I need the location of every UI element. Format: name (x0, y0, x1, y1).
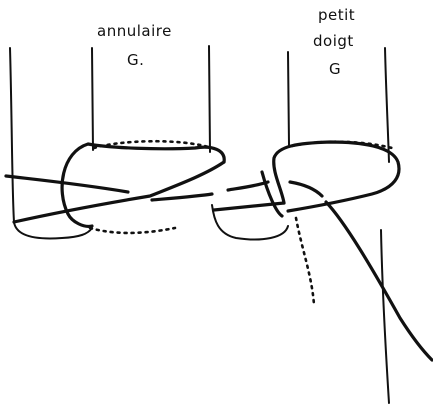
ring-finger-label-line1: annulaire (97, 22, 172, 40)
strand-ring-finger-wrap (4, 142, 270, 228)
little-finger-outline (287, 47, 390, 404)
ring-finger-label: annulaire G. (97, 22, 172, 69)
little-finger-label-line3: G (329, 60, 341, 78)
little-finger-label: petit doigt G (313, 6, 355, 78)
ring-finger-outline (91, 45, 289, 241)
strand-little-finger-wrap (212, 140, 433, 362)
little-finger-label-line1: petit (318, 6, 355, 24)
little-finger-label-line2: doigt (313, 32, 354, 50)
ring-finger-label-line2: G. (127, 51, 144, 69)
left-finger-outline (9, 47, 93, 240)
hidden-strand-dotted (88, 139, 394, 307)
